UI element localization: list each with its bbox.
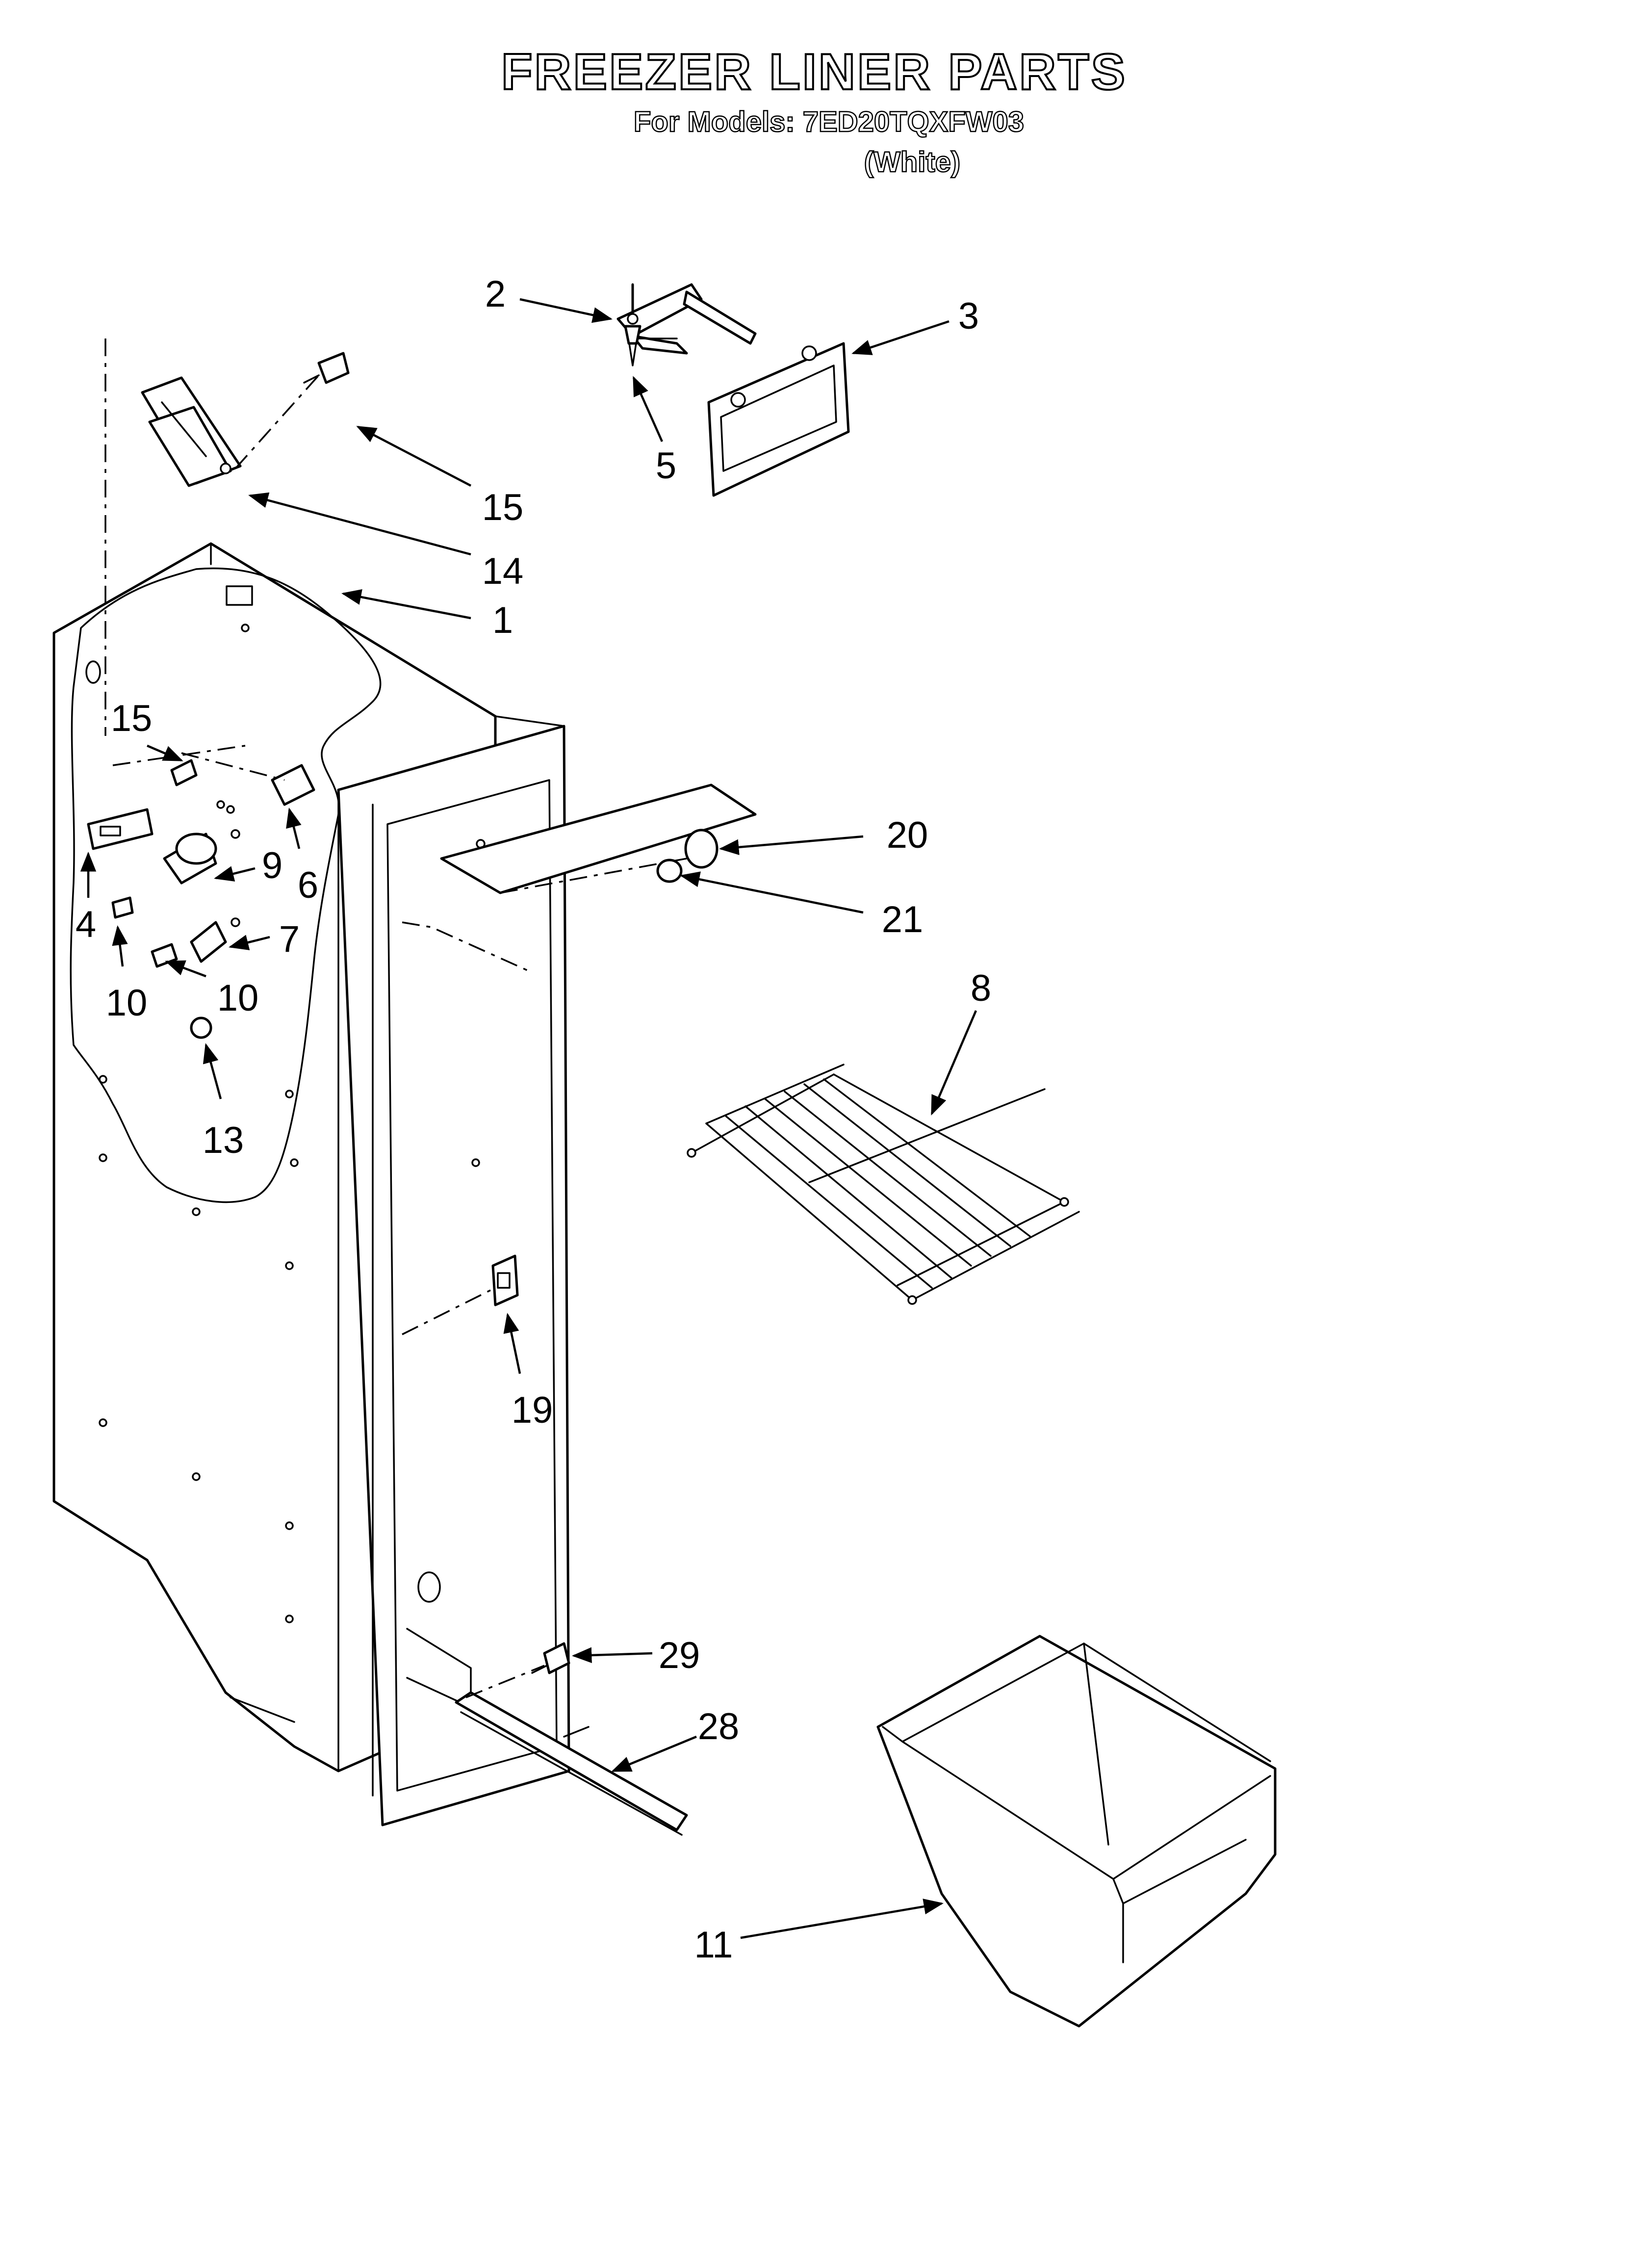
part-15-side-screw [112, 745, 285, 786]
callout-5: 5 [656, 445, 676, 487]
part-21-screw [656, 859, 683, 883]
callout-15-top: 15 [482, 487, 524, 528]
callout-2: 2 [485, 273, 506, 315]
part-3-panel [707, 342, 850, 497]
callout-8: 8 [971, 967, 991, 1009]
part-2-bracket [616, 283, 757, 355]
part-7-clip [190, 917, 240, 963]
callout-10-right: 10 [217, 977, 259, 1019]
part-29-screw [465, 1642, 570, 1698]
part-28-cover [455, 1691, 688, 1836]
part-11-crisper-bin [876, 1635, 1277, 2028]
callout-7: 7 [279, 918, 300, 960]
callout-15-side: 15 [111, 698, 153, 739]
callout-28: 28 [698, 1706, 740, 1747]
part-9-hinge [163, 829, 240, 885]
part-8-wire-shelf [687, 1064, 1080, 1305]
callout-21: 21 [882, 899, 924, 940]
callout-19: 19 [512, 1389, 553, 1431]
callout-13: 13 [203, 1120, 244, 1161]
callout-20: 20 [887, 814, 928, 856]
part-5-screw [624, 325, 641, 366]
callout-14: 14 [482, 550, 524, 592]
color-line: (White) [864, 146, 961, 178]
callout-6: 6 [298, 864, 318, 906]
leader-lines [80, 298, 977, 1939]
models-line: For Models: 7ED20TQXFW03 [634, 106, 1024, 138]
part-14-top-bracket [141, 376, 242, 487]
callout-4: 4 [76, 904, 96, 945]
part-6-bracket [271, 764, 315, 806]
part-4-clip [87, 808, 154, 850]
part-1-freezer-liner [52, 339, 570, 1826]
part-19-switch [491, 1254, 519, 1306]
callout-labels: 2 3 5 15 14 1 15 6 9 4 7 10 10 13 19 20 … [76, 273, 991, 1966]
page-title: FREEZER LINER PARTS [501, 44, 1127, 101]
callout-29: 29 [659, 1635, 700, 1676]
callout-10-left: 10 [106, 982, 148, 1024]
part-20-pad [440, 783, 757, 894]
callout-11: 11 [694, 1924, 733, 1966]
callout-1: 1 [492, 600, 513, 641]
part-13-plug [190, 1017, 212, 1039]
callout-9: 9 [262, 845, 282, 886]
callout-3: 3 [958, 295, 979, 337]
title-block: FREEZER LINER PARTS For Models: 7ED20TQX… [500, 43, 1127, 179]
part-15-top-screw [234, 352, 350, 469]
